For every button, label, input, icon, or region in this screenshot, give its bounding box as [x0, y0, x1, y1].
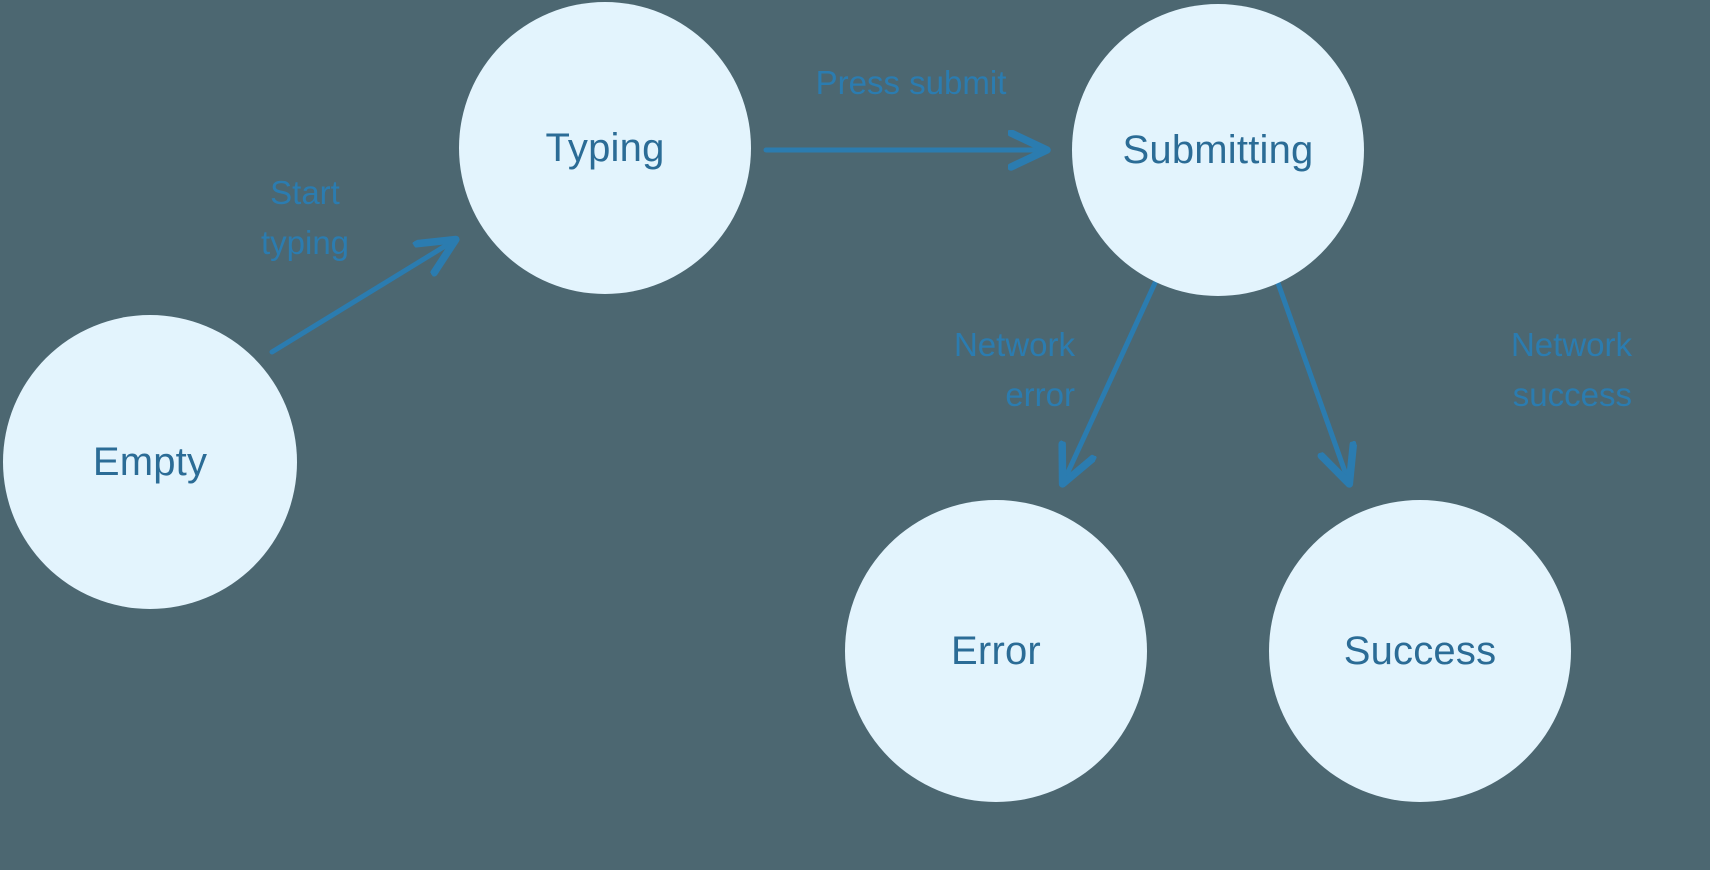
- node-typing[interactable]: Typing: [459, 2, 751, 294]
- node-error[interactable]: Error: [845, 500, 1147, 802]
- node-success-label: Success: [1343, 628, 1497, 673]
- node-empty[interactable]: Empty: [3, 315, 297, 609]
- node-submitting-label: Submitting: [1122, 127, 1314, 172]
- edge-label-network-error: Network error: [953, 326, 1075, 413]
- edge-network-error: [1063, 280, 1158, 483]
- edge-label-network-success: Network success: [1510, 326, 1632, 413]
- edge-network-success: [1275, 280, 1349, 483]
- edge-label-press-submit: Press submit: [815, 64, 1007, 101]
- node-empty-label: Empty: [92, 439, 208, 484]
- edge-start-typing: [269, 240, 455, 355]
- node-success[interactable]: Success: [1269, 500, 1571, 802]
- node-error-label: Error: [951, 628, 1041, 673]
- node-typing-label: Typing: [545, 125, 665, 170]
- node-submitting[interactable]: Submitting: [1072, 4, 1364, 296]
- edge-label-start-typing: Start typing: [260, 174, 350, 261]
